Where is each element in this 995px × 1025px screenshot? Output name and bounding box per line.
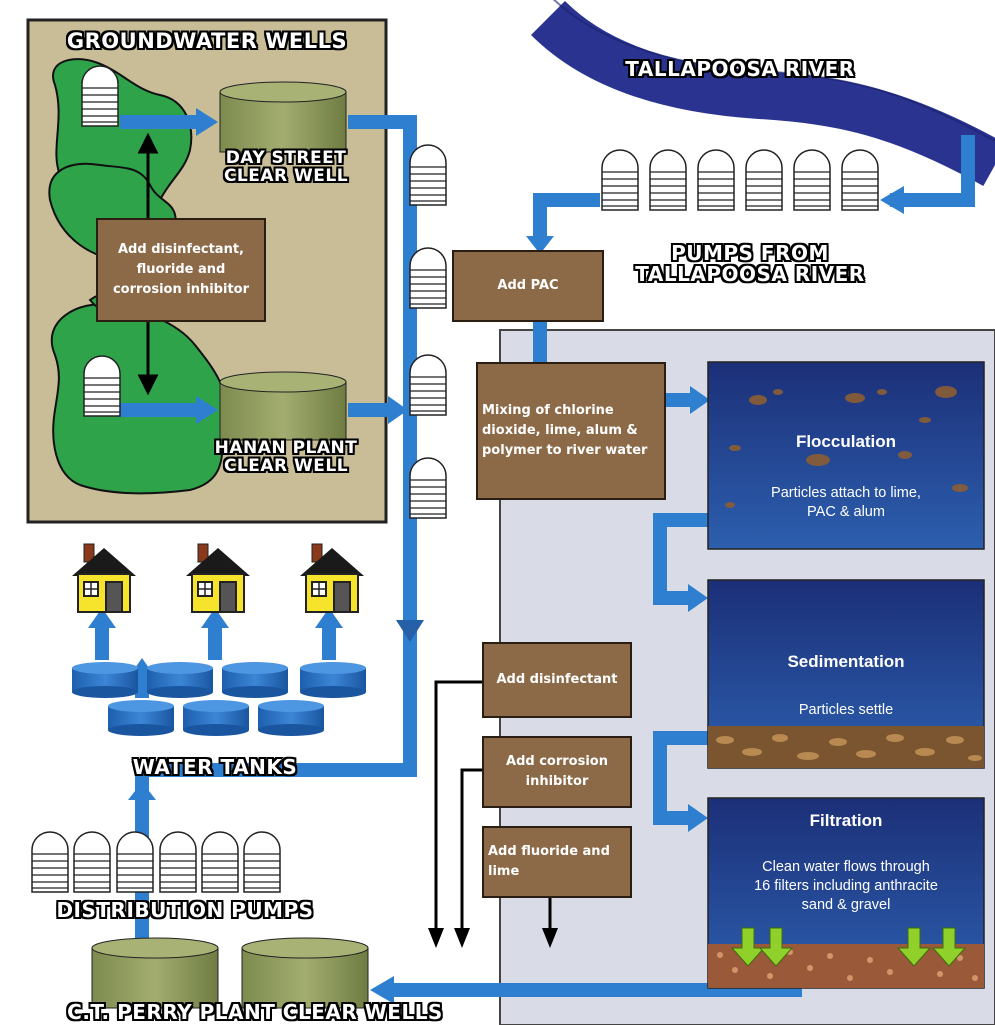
tallapoosa-river-label: TALLAPOOSA RIVER: [625, 57, 855, 81]
sediment-layer: [708, 726, 984, 768]
filtration-description: Clean water flows through 16 filters inc…: [754, 859, 938, 913]
filtration-title: Filtration: [809, 811, 883, 830]
groundwater-treatment-box: Add disinfectant, fluoride and corrosion…: [96, 218, 266, 322]
add-fluoride-lime-box: Add fluoride and lime: [482, 826, 632, 898]
sedimentation-title: Sedimentation: [787, 652, 905, 671]
floc-particles: [725, 386, 968, 508]
add-pac-box: Add PAC: [452, 250, 604, 322]
distribution-pumps-label: DISTRIBUTION PUMPS: [56, 898, 314, 922]
clear-well-tank-icon: [241, 937, 369, 1009]
arrow-icon: [137, 132, 159, 396]
hanan-plant-clear-well-label: HANAN PLANT CLEAR WELL: [214, 438, 358, 476]
flocculation-title: Flocculation: [795, 432, 897, 451]
ct-perry-clear-wells-label: C.T. PERRY PLANT CLEAR WELLS: [67, 1000, 443, 1024]
groundwater-wells-label: GROUNDWATER WELLS: [66, 29, 348, 53]
add-corrosion-inhibitor-box: Add corrosion inhibitor: [482, 736, 632, 808]
mixing-box: Mixing of chlorine dioxide, lime, alum &…: [476, 362, 666, 500]
water-tanks-label: WATER TANKS: [132, 755, 298, 779]
sedimentation-description: Particles settle: [798, 702, 894, 718]
clear-well-tank-icon: [219, 81, 347, 153]
tallapoosa-river: [531, 0, 995, 186]
flocculation-description: Particles attach to lime, PAC & alum: [771, 485, 921, 520]
arrow-icon: [88, 108, 904, 1004]
arrow-icon: [730, 927, 967, 967]
clear-well-tank-icon: [219, 371, 347, 441]
arrow-icon: [428, 928, 558, 948]
clear-well-tank-icon: [91, 937, 219, 1009]
pumps-from-river-label: PUMPS FROM TALLAPOOSA RIVER: [635, 241, 865, 286]
day-street-clear-well-label: DAY STREET CLEAR WELL: [223, 148, 349, 186]
chemical-feed-lines: [434, 680, 552, 930]
add-disinfectant-box: Add disinfectant: [482, 642, 632, 718]
